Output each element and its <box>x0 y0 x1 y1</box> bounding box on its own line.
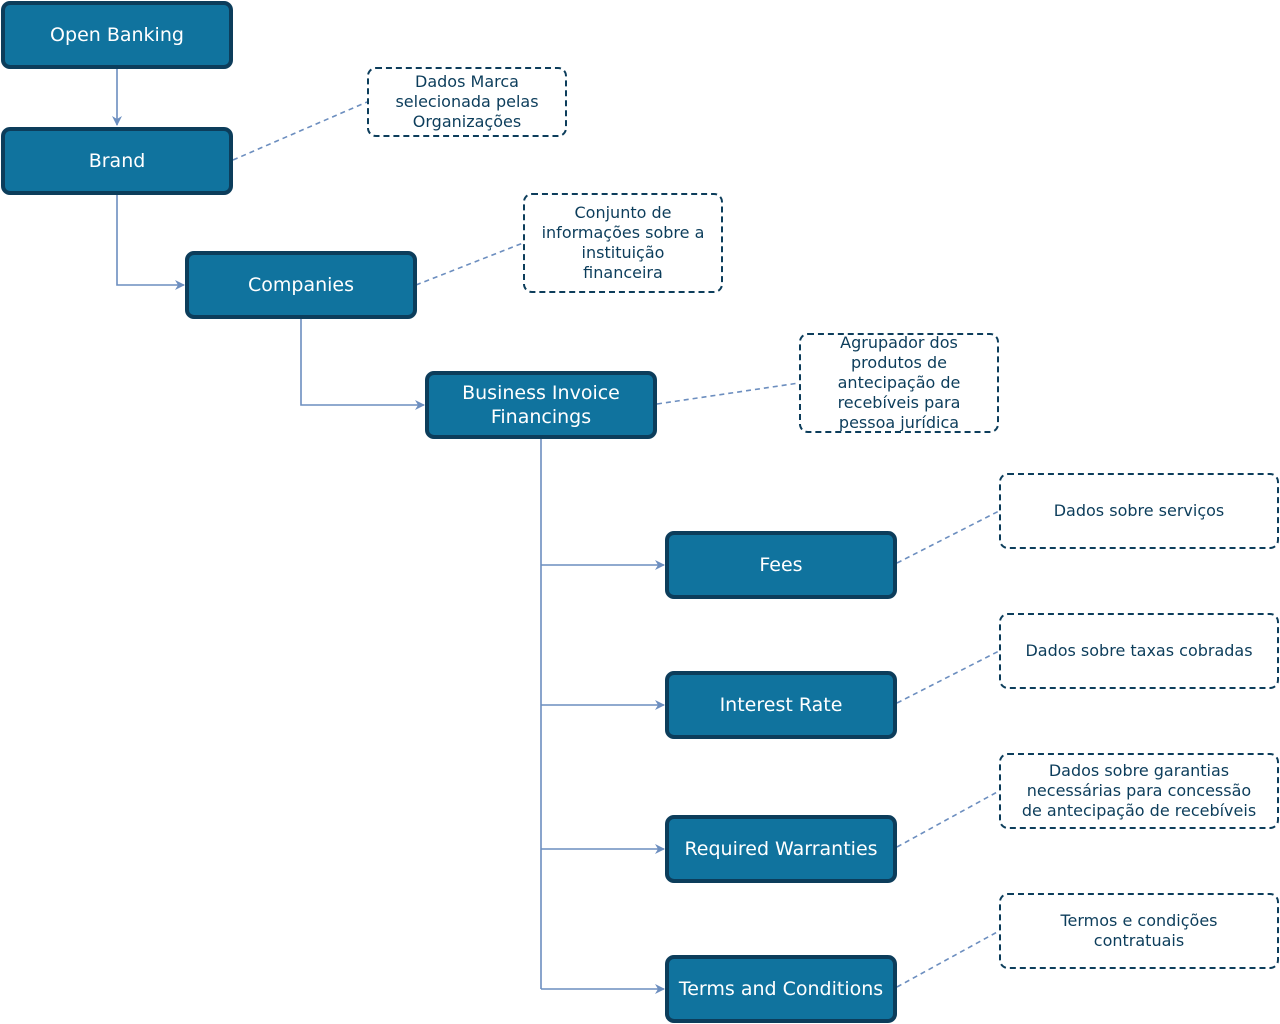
note-link-companies <box>415 242 524 286</box>
note-fees: Dados sobre serviços <box>999 473 1279 549</box>
node-brand-label: Brand <box>88 150 146 172</box>
node-terms-and-conditions[interactable]: Terms and Conditions <box>665 955 897 1023</box>
node-open-banking[interactable]: Open Banking <box>1 1 233 69</box>
note-link-terms-and-conditions <box>896 930 1000 988</box>
node-brand[interactable]: Brand <box>1 127 233 195</box>
note-interest-rate-text: Dados sobre taxas cobradas <box>1025 641 1253 660</box>
node-companies-label: Companies <box>247 274 354 296</box>
connector-companies-to-business-invoice-financings <box>300 318 425 410</box>
note-interest-rate: Dados sobre taxas cobradas <box>999 613 1279 689</box>
node-required-warranties-label: Required Warranties <box>684 838 878 860</box>
note-companies-text: Conjunto de informações sobre a institui… <box>541 203 705 282</box>
note-link-required-warranties <box>896 790 1000 848</box>
note-link-fees <box>896 510 1000 564</box>
note-business-invoice-financings: Agrupador dos produtos de antecipação de… <box>799 333 999 433</box>
node-fees[interactable]: Fees <box>665 531 897 599</box>
connector-brand-to-companies <box>116 195 185 290</box>
note-brand-text: Dados Marca selecionada pelas Organizaçõ… <box>395 72 539 131</box>
note-link-interest-rate <box>896 650 1000 704</box>
node-companies[interactable]: Companies <box>185 251 417 319</box>
node-open-banking-label: Open Banking <box>50 24 184 46</box>
node-business-invoice-financings-label: Business Invoice Financings <box>462 382 620 428</box>
note-terms-and-conditions-text: Termos e condições contratuais <box>1060 911 1218 950</box>
note-required-warranties: Dados sobre garantias necessárias para c… <box>999 753 1279 829</box>
node-fees-label: Fees <box>759 554 803 576</box>
note-link-brand <box>232 101 368 161</box>
note-required-warranties-text: Dados sobre garantias necessárias para c… <box>1021 761 1257 820</box>
note-link-business-invoice-financings <box>656 382 800 405</box>
note-business-invoice-financings-text: Agrupador dos produtos de antecipação de… <box>837 333 961 432</box>
note-companies: Conjunto de informações sobre a institui… <box>523 193 723 293</box>
node-required-warranties[interactable]: Required Warranties <box>665 815 897 883</box>
node-business-invoice-financings[interactable]: Business Invoice Financings <box>425 371 657 439</box>
note-terms-and-conditions: Termos e condições contratuais <box>999 893 1279 969</box>
note-brand: Dados Marca selecionada pelas Organizaçõ… <box>367 67 567 137</box>
node-interest-rate-label: Interest Rate <box>719 694 843 716</box>
node-interest-rate[interactable]: Interest Rate <box>665 671 897 739</box>
node-terms-and-conditions-label: Terms and Conditions <box>678 978 884 1000</box>
note-fees-text: Dados sobre serviços <box>1053 501 1225 520</box>
